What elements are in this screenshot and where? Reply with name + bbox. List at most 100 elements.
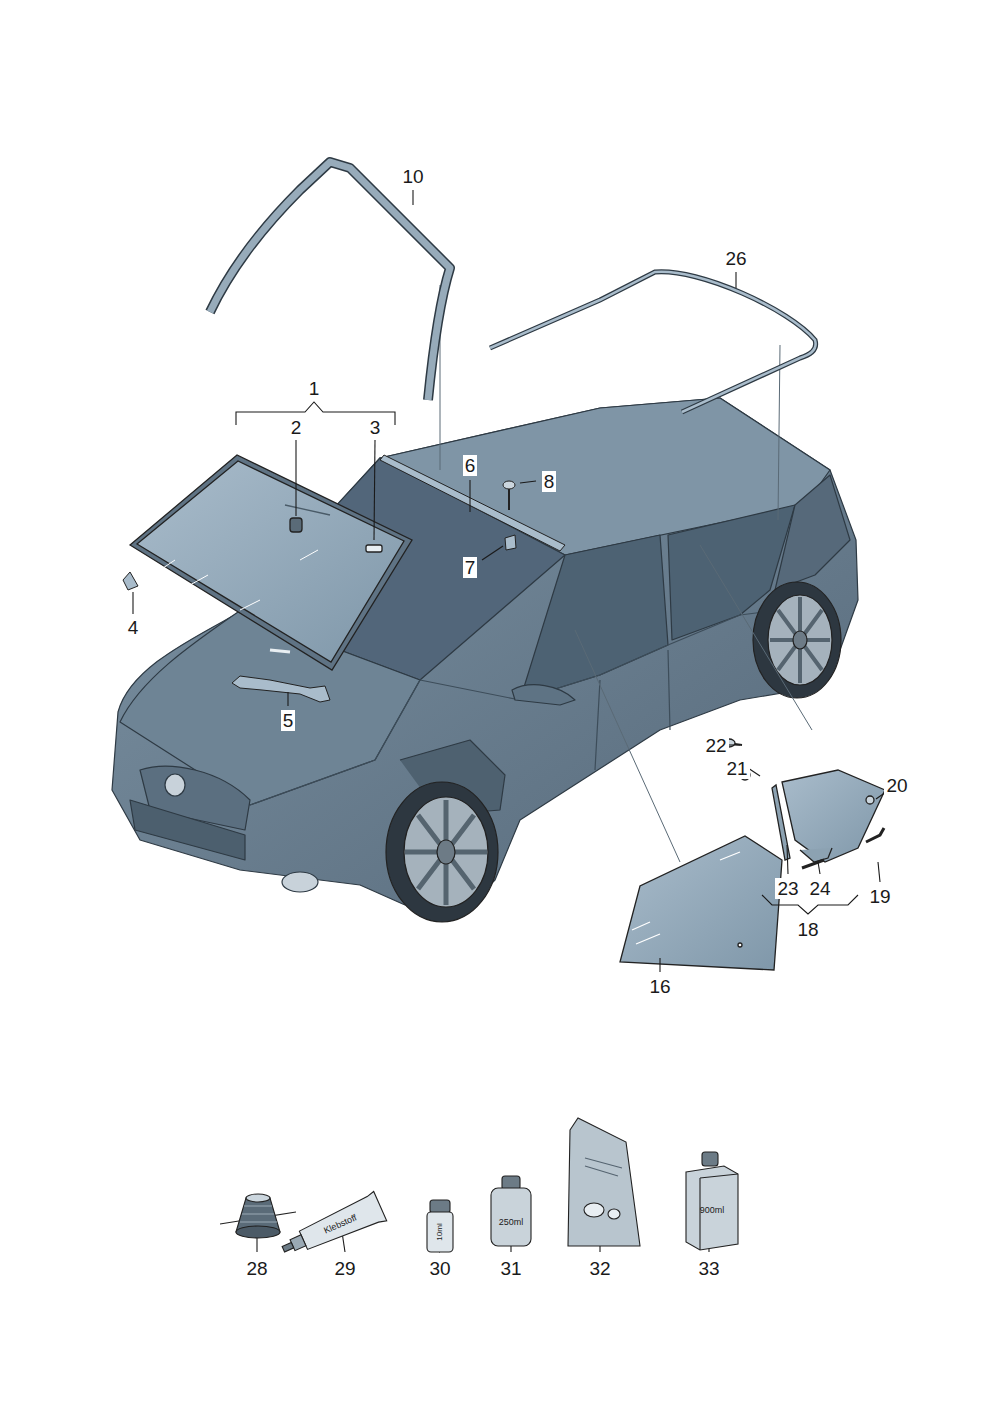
mirror-base [123,572,138,590]
pointer-line [778,345,780,520]
door-glass [620,836,782,970]
repair-kit-bag [608,1209,620,1219]
adhesive-cord [240,1206,277,1222]
windscreen [366,545,382,552]
leader-line [818,862,820,874]
activator-box [686,1152,738,1250]
callout-number: 5 [281,710,296,731]
callout-number: 28 [244,1258,269,1279]
quarter-glass [800,848,832,862]
cleaner-can [491,1176,531,1246]
callout-number: 32 [587,1258,612,1279]
callout-number: 21 [724,758,749,779]
door-glass [620,836,782,970]
printed-label: 250ml [497,1217,526,1228]
adhesive-tube [282,1242,294,1252]
callout-number: 2 [289,417,304,438]
callout-number: 33 [696,1258,721,1279]
callout-number: 1 [307,378,322,399]
repair-kit-bag [585,1158,622,1176]
wheel [768,595,832,685]
windscreen-frame [210,162,450,400]
clip-screw [508,489,510,510]
car-body [130,800,245,860]
pointer-line [440,285,812,862]
car-body [512,685,575,705]
wheel [404,797,488,907]
callout-number: 31 [498,1258,523,1279]
quarter-glass [802,860,824,868]
cleaner-can [491,1188,531,1246]
leader-line [510,1246,511,1252]
leader-line [599,1246,600,1252]
windscreen [270,650,290,652]
leader-line [482,546,503,560]
repair-kit-bag [568,1118,640,1246]
leader-line [132,592,133,614]
rear-window-seal [490,272,816,412]
callout-number: 4 [126,617,141,638]
leader-line [878,862,880,882]
leader-line [787,845,788,874]
wheel [753,582,841,698]
callout-number: 19 [867,886,892,907]
quarter-glass [723,739,885,868]
repair-kit-bag [568,1118,640,1246]
callout-number: 7 [463,557,478,578]
roof-strip [380,455,565,551]
leader-line [735,272,736,288]
adhesive-cord [236,1226,280,1238]
windscreen [290,518,302,532]
primer-bottle [427,1200,453,1252]
repair-kit-bag [584,1203,604,1217]
callout-number: 10 [400,166,425,187]
windscreen-frame [210,162,450,400]
cowl-bracket [232,676,330,702]
quarter-glass [866,828,884,842]
printed-label: Klebstoff [320,1211,360,1237]
callout-number: 22 [703,735,728,756]
callout-number: 20 [884,775,909,796]
windscreen [137,461,404,662]
adhesive-tube [297,1191,387,1254]
pointer-line [700,545,812,730]
leader-line [133,190,886,1252]
clip-screw [505,535,516,550]
pointer-line [575,630,680,862]
callout-number: 23 [775,878,800,899]
wheel [437,840,455,864]
adhesive-cord [246,1194,270,1202]
leader-line [287,692,288,706]
car-body [595,650,670,770]
leader-line [256,1238,257,1252]
wheel [405,800,487,905]
wheel [793,631,807,649]
wheel [386,782,498,922]
windscreen [130,455,412,670]
primer-bottle [427,1212,453,1252]
callout-number: 8 [542,471,557,492]
callout-number: 16 [647,976,672,997]
clip-screw [503,481,515,489]
printed-label: 10ml [435,1221,445,1242]
windscreen [160,550,318,610]
leader-line [729,744,740,745]
leader-line [748,768,760,776]
windscreen [285,505,330,515]
callout-number: 30 [427,1258,452,1279]
car-body [165,774,185,796]
clip-screw [503,481,516,550]
rear-window-seal [490,272,816,412]
adhesive-tube [277,1191,387,1263]
door-glass [738,943,742,947]
activator-box [686,1166,738,1250]
wheel [770,597,830,683]
car-body [282,872,318,892]
leader-line [374,440,375,540]
quarter-glass [782,770,885,862]
leader-line [469,480,470,512]
leader-line [412,190,413,205]
windscreen-frame [210,162,450,400]
adhesive-cord [220,1194,296,1238]
windscreen [130,455,412,670]
